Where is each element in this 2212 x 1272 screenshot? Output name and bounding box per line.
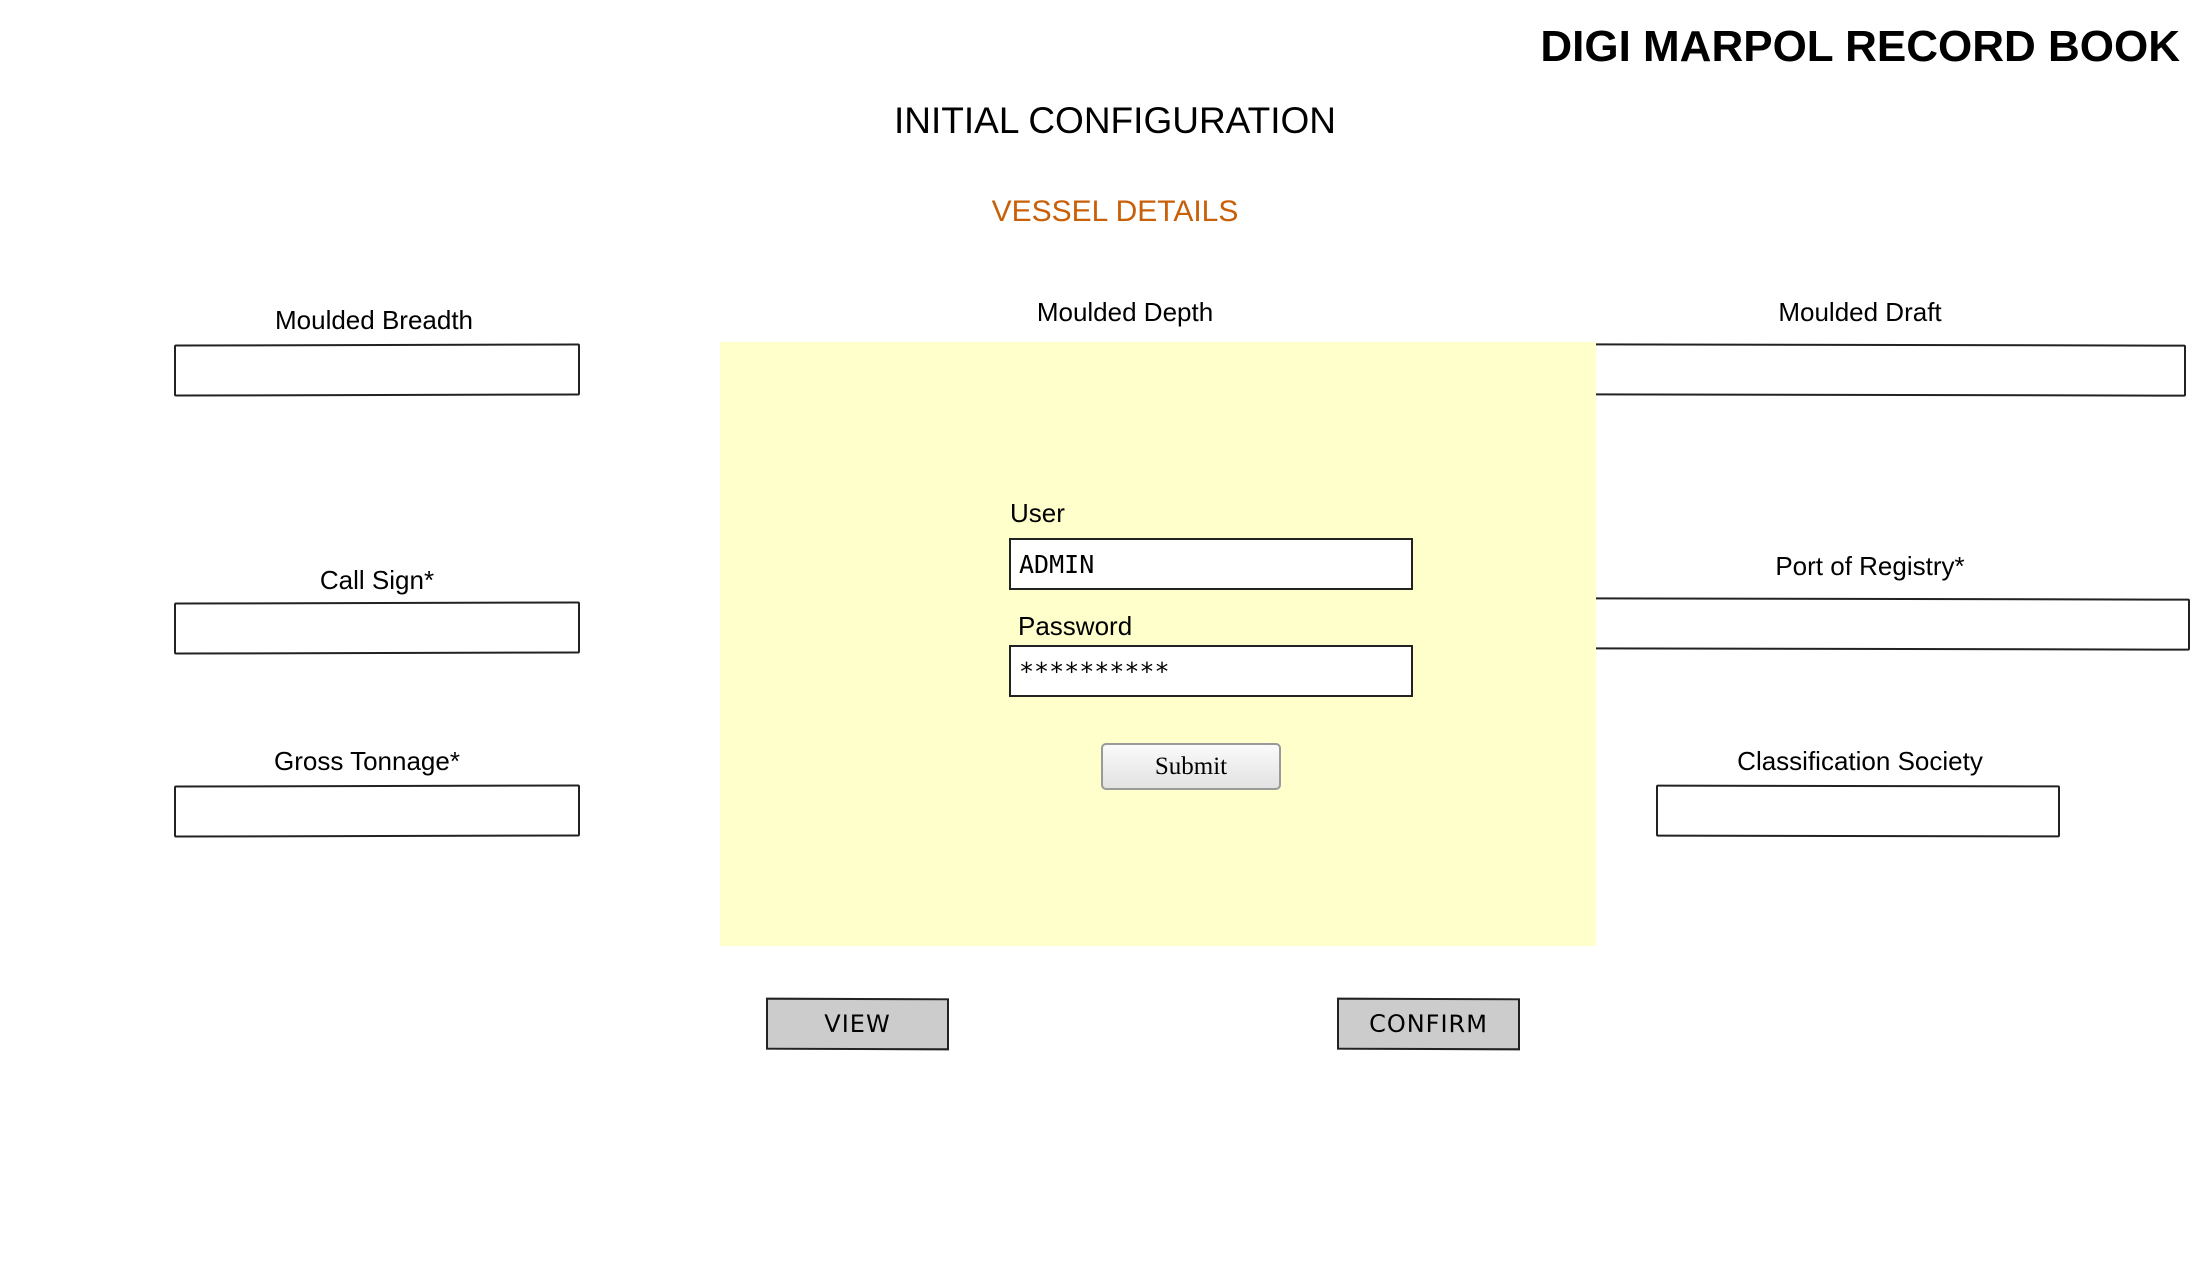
page-title: INITIAL CONFIGURATION bbox=[894, 100, 1336, 141]
submit-button[interactable]: Submit bbox=[1101, 743, 1281, 790]
section-title-vessel-details: VESSEL DETAILS bbox=[991, 195, 1239, 228]
password-input[interactable] bbox=[1009, 645, 1413, 697]
gross-tonnage-label: Gross Tonnage* bbox=[274, 746, 460, 776]
moulded-breadth-input[interactable] bbox=[174, 343, 580, 397]
login-modal bbox=[720, 342, 1596, 946]
port-of-registry-input[interactable] bbox=[1590, 597, 2190, 651]
confirm-button[interactable]: CONFIRM bbox=[1337, 997, 1520, 1051]
user-label: User bbox=[1010, 498, 1065, 528]
moulded-depth-label: Moulded Depth bbox=[1036, 297, 1214, 327]
moulded-breadth-label: Moulded Breadth bbox=[274, 305, 474, 335]
moulded-draft-input[interactable] bbox=[1590, 343, 2186, 397]
call-sign-input[interactable] bbox=[174, 601, 580, 655]
classification-society-label: Classification Society bbox=[1737, 746, 1983, 776]
password-label: Password bbox=[1018, 611, 1133, 641]
user-input[interactable] bbox=[1009, 538, 1413, 590]
app-title: DIGI MARPOL RECORD BOOK bbox=[1540, 22, 2180, 71]
port-of-registry-label: Port of Registry* bbox=[1775, 551, 1965, 581]
view-button[interactable]: VIEW bbox=[766, 997, 949, 1051]
classification-society-input[interactable] bbox=[1656, 784, 2060, 838]
moulded-draft-label: Moulded Draft bbox=[1778, 297, 1942, 327]
gross-tonnage-input[interactable] bbox=[174, 784, 580, 838]
call-sign-label: Call Sign* bbox=[319, 565, 435, 595]
